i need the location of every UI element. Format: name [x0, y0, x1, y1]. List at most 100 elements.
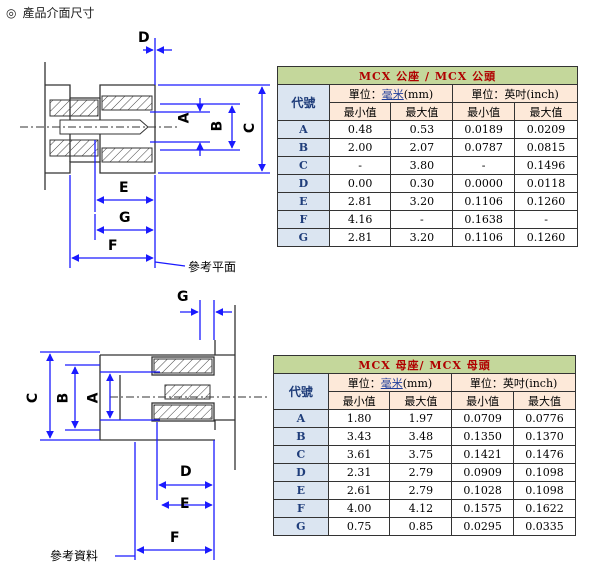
min-label: 最小值 [452, 102, 516, 121]
inch-min-cell: 0.0909 [451, 463, 515, 482]
dim-label-d: D [180, 464, 192, 480]
male-dimensions [69, 38, 270, 268]
mm-max-cell: 0.30 [390, 174, 454, 193]
max-label: 最大值 [389, 391, 453, 410]
mm-min-cell: 0.00 [328, 174, 392, 193]
mm-min-cell: 2.61 [327, 481, 391, 500]
inch-max-cell: 0.1622 [513, 499, 576, 518]
code-cell: B [277, 138, 330, 157]
inch-min-cell: 0.1421 [451, 445, 515, 464]
unit-mm-suffix: (mm) [403, 87, 434, 101]
dim-label-e: E [119, 180, 129, 196]
mm-min-cell: 2.00 [328, 138, 392, 157]
dim-label-a: A [85, 392, 102, 404]
mm-max-cell: 3.75 [389, 445, 453, 464]
code-cell: E [277, 192, 330, 211]
table-row: C-3.80-0.1496 [277, 156, 578, 175]
max-label: 最大值 [514, 102, 578, 121]
reference-data-label: 參考資料 [50, 549, 99, 563]
mm-max-cell: 2.79 [389, 463, 453, 482]
dim-label-b: B [55, 392, 72, 404]
code-header: 代號 [277, 84, 330, 121]
code-cell: B [273, 427, 329, 446]
max-label: 最大值 [513, 391, 576, 410]
unit-inch-header: 單位：英吋(inch) [452, 84, 578, 103]
mm-max-cell: 2.79 [389, 481, 453, 500]
inch-max-cell: 0.0118 [514, 174, 578, 193]
inch-max-cell: 0.0335 [513, 517, 576, 536]
mm-max-cell: 3.20 [390, 228, 454, 247]
dim-label-e: E [180, 496, 190, 512]
female-spec-table: MCX 母座/ MCX 母頭 代號 單位：毫米(mm) 單位：英吋(inch) … [273, 355, 576, 536]
code-cell: G [277, 228, 330, 247]
mm-max-cell: 3.20 [390, 192, 454, 211]
inch-min-cell: 0.0189 [452, 120, 516, 139]
code-cell: F [273, 499, 329, 518]
mm-min-cell: 2.31 [327, 463, 391, 482]
code-cell: D [273, 463, 329, 482]
mm-min-cell: 2.81 [328, 192, 392, 211]
mm-max-cell: 3.48 [389, 427, 453, 446]
unit-mm-header: 單位：毫米(mm) [327, 373, 453, 392]
dim-label-c: C [242, 122, 259, 134]
code-cell: E [273, 481, 329, 500]
inch-min-cell: 0.1575 [451, 499, 515, 518]
mm-min-cell: 2.81 [328, 228, 392, 247]
max-label: 最大值 [390, 102, 454, 121]
table-title: MCX 公座 / MCX 公頭 [277, 66, 578, 85]
dim-label-g: G [177, 289, 189, 305]
mm-max-cell: 0.53 [390, 120, 454, 139]
heading-text: 產品介面尺寸 [22, 6, 95, 20]
male-hatch-upper [49, 99, 99, 117]
mm-min-cell: 0.48 [328, 120, 392, 139]
inch-max-cell: 0.1370 [513, 427, 576, 446]
mm-min-cell: 3.43 [327, 427, 391, 446]
dim-label-f: F [170, 530, 180, 546]
dim-label-c: C [25, 392, 42, 404]
dim-label-b: B [209, 120, 226, 132]
inch-min-cell: 0.0709 [451, 409, 515, 428]
inch-max-cell: 0.1098 [513, 481, 576, 500]
inch-max-cell: 0.0776 [513, 409, 576, 428]
inch-max-cell: 0.1260 [514, 228, 578, 247]
inch-min-cell: 0.0295 [451, 517, 515, 536]
mm-min-cell: 4.16 [328, 210, 392, 229]
min-label: 最小值 [451, 391, 515, 410]
dim-label-g: G [119, 210, 131, 226]
min-label: 最小值 [327, 391, 391, 410]
male-hatch-lower [49, 139, 99, 157]
mm-max-cell: 3.80 [390, 156, 454, 175]
inch-max-cell: 0.1496 [514, 156, 578, 175]
unit-mm-word: 毫米 [381, 87, 404, 101]
female-dimensions [40, 300, 232, 560]
unit-mm-word: 毫米 [380, 376, 403, 390]
female-connector-drawing [40, 300, 270, 560]
female-hatch-lower [153, 404, 213, 420]
inch-min-cell: - [452, 156, 516, 175]
inch-min-cell: 0.1350 [451, 427, 515, 446]
inch-max-cell: 0.1098 [513, 463, 576, 482]
mm-max-cell: - [390, 210, 454, 229]
dim-label-a: A [176, 112, 193, 124]
code-cell: C [273, 445, 329, 464]
bullet-icon: ◎ [6, 5, 17, 20]
inch-max-cell: 0.0209 [514, 120, 578, 139]
mm-min-cell: 4.00 [327, 499, 391, 518]
male-hatch-sleeve-lower [101, 147, 153, 163]
mm-max-cell: 4.12 [389, 499, 453, 518]
unit-mm-suffix: (mm) [402, 376, 433, 390]
mm-min-cell: 0.75 [327, 517, 391, 536]
unit-mm-prefix: 單位： [348, 87, 382, 101]
mm-min-cell: 3.61 [327, 445, 391, 464]
dim-label-d: D [138, 30, 150, 46]
